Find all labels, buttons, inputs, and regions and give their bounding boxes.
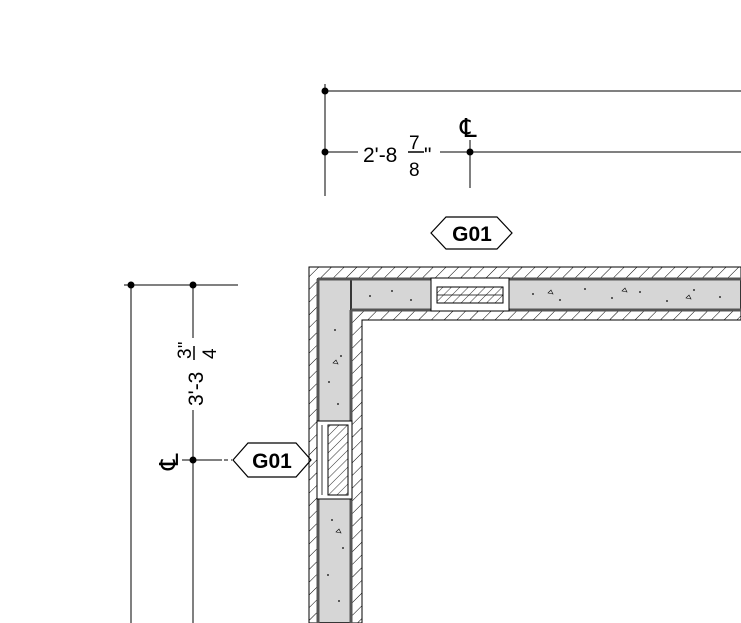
tag-top-label: G01 <box>452 223 492 246</box>
centerline-symbol-left: ℄ <box>154 453 184 471</box>
core-outline <box>316 277 741 623</box>
concrete-aggregate <box>327 287 721 602</box>
dimension-dot <box>189 281 197 289</box>
tag-top[interactable]: G01 <box>430 216 513 250</box>
concrete-core-horizontal <box>317 278 741 311</box>
dimension-text-vertical-den: 4 <box>200 348 221 359</box>
dimension-text-horizontal-den: 8 <box>409 160 420 181</box>
tag-left[interactable]: G01 <box>232 442 312 478</box>
dimension-text-horizontal-whole: 2'-8 <box>363 144 397 167</box>
dimension-dot <box>127 281 135 289</box>
dimension-dot <box>321 148 329 156</box>
wall-opening-left-hatch <box>327 424 349 496</box>
dimension-text-vertical-num: 3 <box>175 348 196 359</box>
top-dimension: 2'-8 7 8 " ℄ <box>321 84 741 196</box>
tag-top-hexagon <box>430 216 513 250</box>
dimension-text-vertical-whole: 3'-3 <box>185 372 208 406</box>
dimension-dot <box>466 148 474 156</box>
centerline-symbol-top: ℄ <box>459 113 477 143</box>
wall-assembly <box>308 266 741 623</box>
dimension-dot <box>189 456 197 464</box>
dimension-text-horizontal-inch: " <box>424 144 431 167</box>
left-dimension: 3'-3 3 4 " ℄ <box>124 281 238 623</box>
outer-hatch-band <box>308 266 741 623</box>
dimension-dot <box>321 87 329 95</box>
tag-left-label: G01 <box>252 450 292 473</box>
dimension-text-vertical-inch: " <box>175 342 195 348</box>
dimension-text-horizontal-num: 7 <box>409 133 420 154</box>
